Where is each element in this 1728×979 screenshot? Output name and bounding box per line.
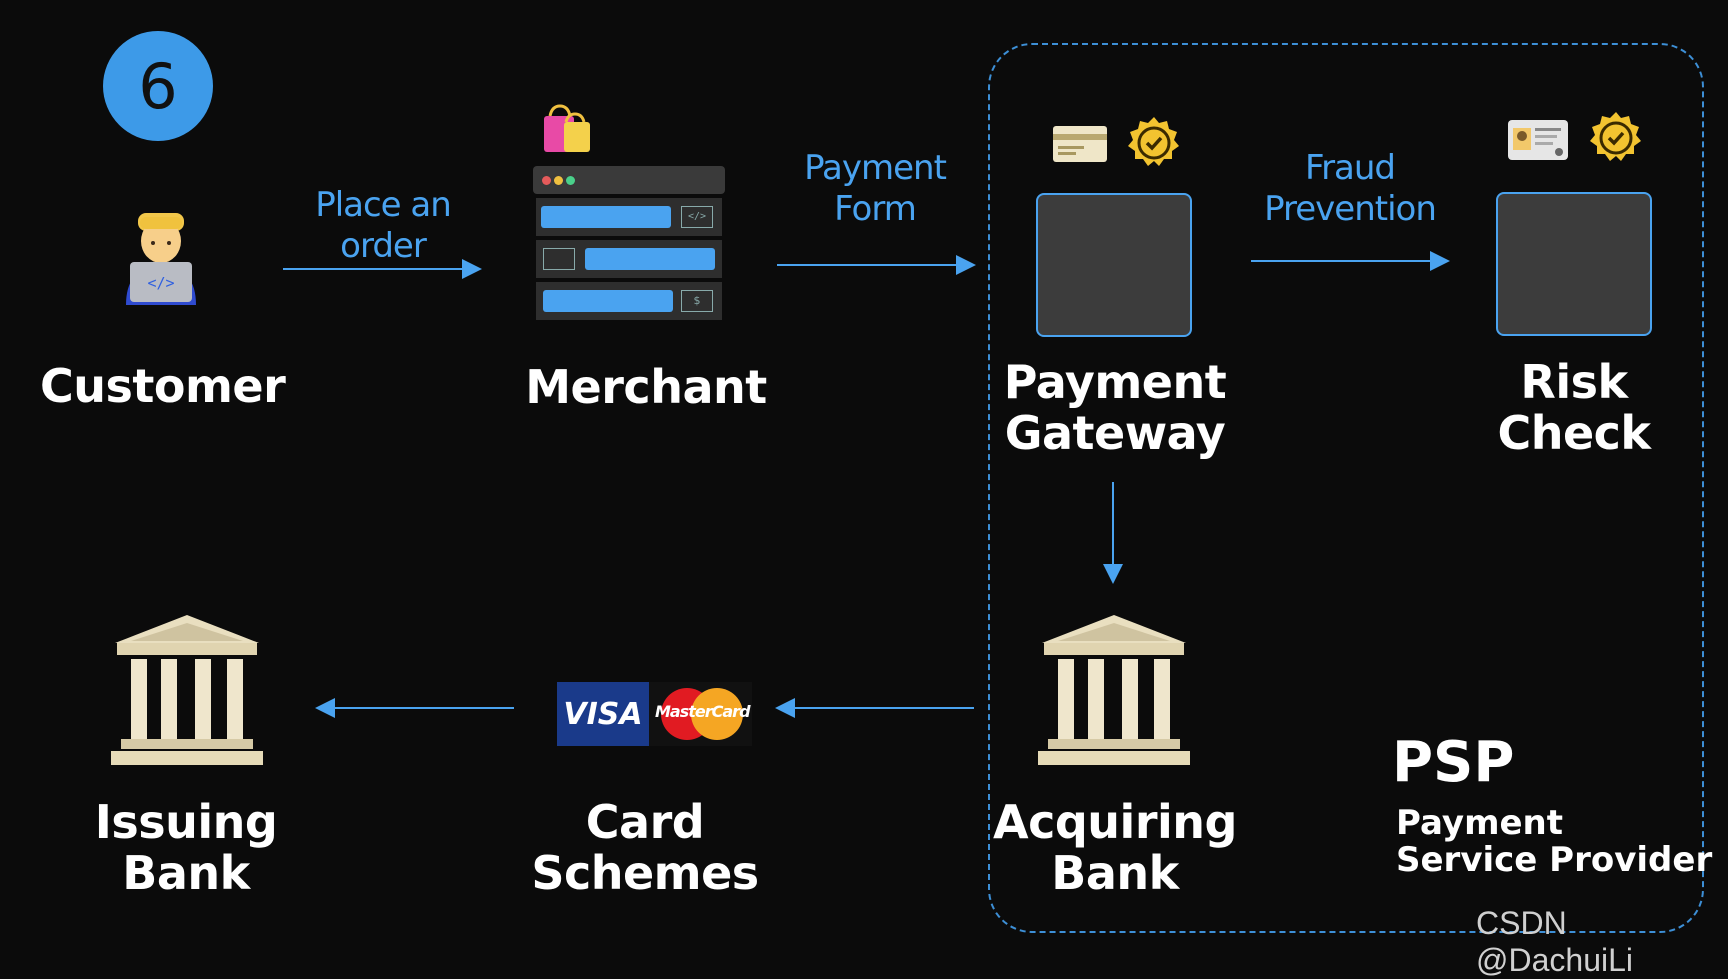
risk-check-box: [1496, 192, 1652, 336]
payment-gateway-label: Payment Gateway: [1003, 355, 1227, 460]
flow-arrows: [283, 251, 1450, 718]
mastercard-label: MasterCard: [655, 702, 751, 721]
acquiring-bank-icon: [1038, 615, 1190, 765]
verified-badge-icon: [1128, 117, 1179, 166]
shopping-bags-icon: [544, 104, 590, 152]
issuing-bank-icon: [111, 615, 263, 765]
visa-logo: VISA: [557, 682, 649, 746]
customer-label: Customer: [40, 359, 286, 413]
step-number-badge: 6: [103, 31, 213, 141]
edge-label-fraud-prevention: Fraud Prevention: [1264, 148, 1437, 229]
edge-label-payment-form: Payment Form: [804, 148, 947, 229]
payment-gateway-box: [1036, 193, 1192, 337]
risk-check-label: Risk Check: [1497, 355, 1651, 460]
developer-laptop-icon: </>: [126, 213, 196, 305]
credit-card-icon: [1053, 126, 1107, 162]
issuing-bank-label: Issuing Bank: [94, 795, 278, 900]
edge-label-place-order: Place an order: [315, 185, 452, 266]
psp-title: PSP: [1392, 730, 1515, 795]
acquiring-bank-label: Acquiring Bank: [993, 795, 1237, 900]
id-card-icon: [1508, 120, 1568, 160]
mastercard-logo-icon: [661, 688, 743, 740]
watermark: CSDN @DachuiLi: [1476, 905, 1633, 978]
psp-subtitle: Payment Service Provider: [1396, 803, 1713, 881]
merchant-website-icon: </> $: [533, 166, 725, 324]
verified-badge-icon: [1590, 112, 1641, 161]
svg-text:</>: </>: [147, 274, 174, 292]
merchant-label: Merchant: [525, 360, 767, 414]
card-scheme-logos: VISA MasterCard: [557, 682, 752, 746]
psp-boundary: [988, 43, 1704, 933]
card-schemes-label: Card Schemes: [531, 795, 759, 900]
